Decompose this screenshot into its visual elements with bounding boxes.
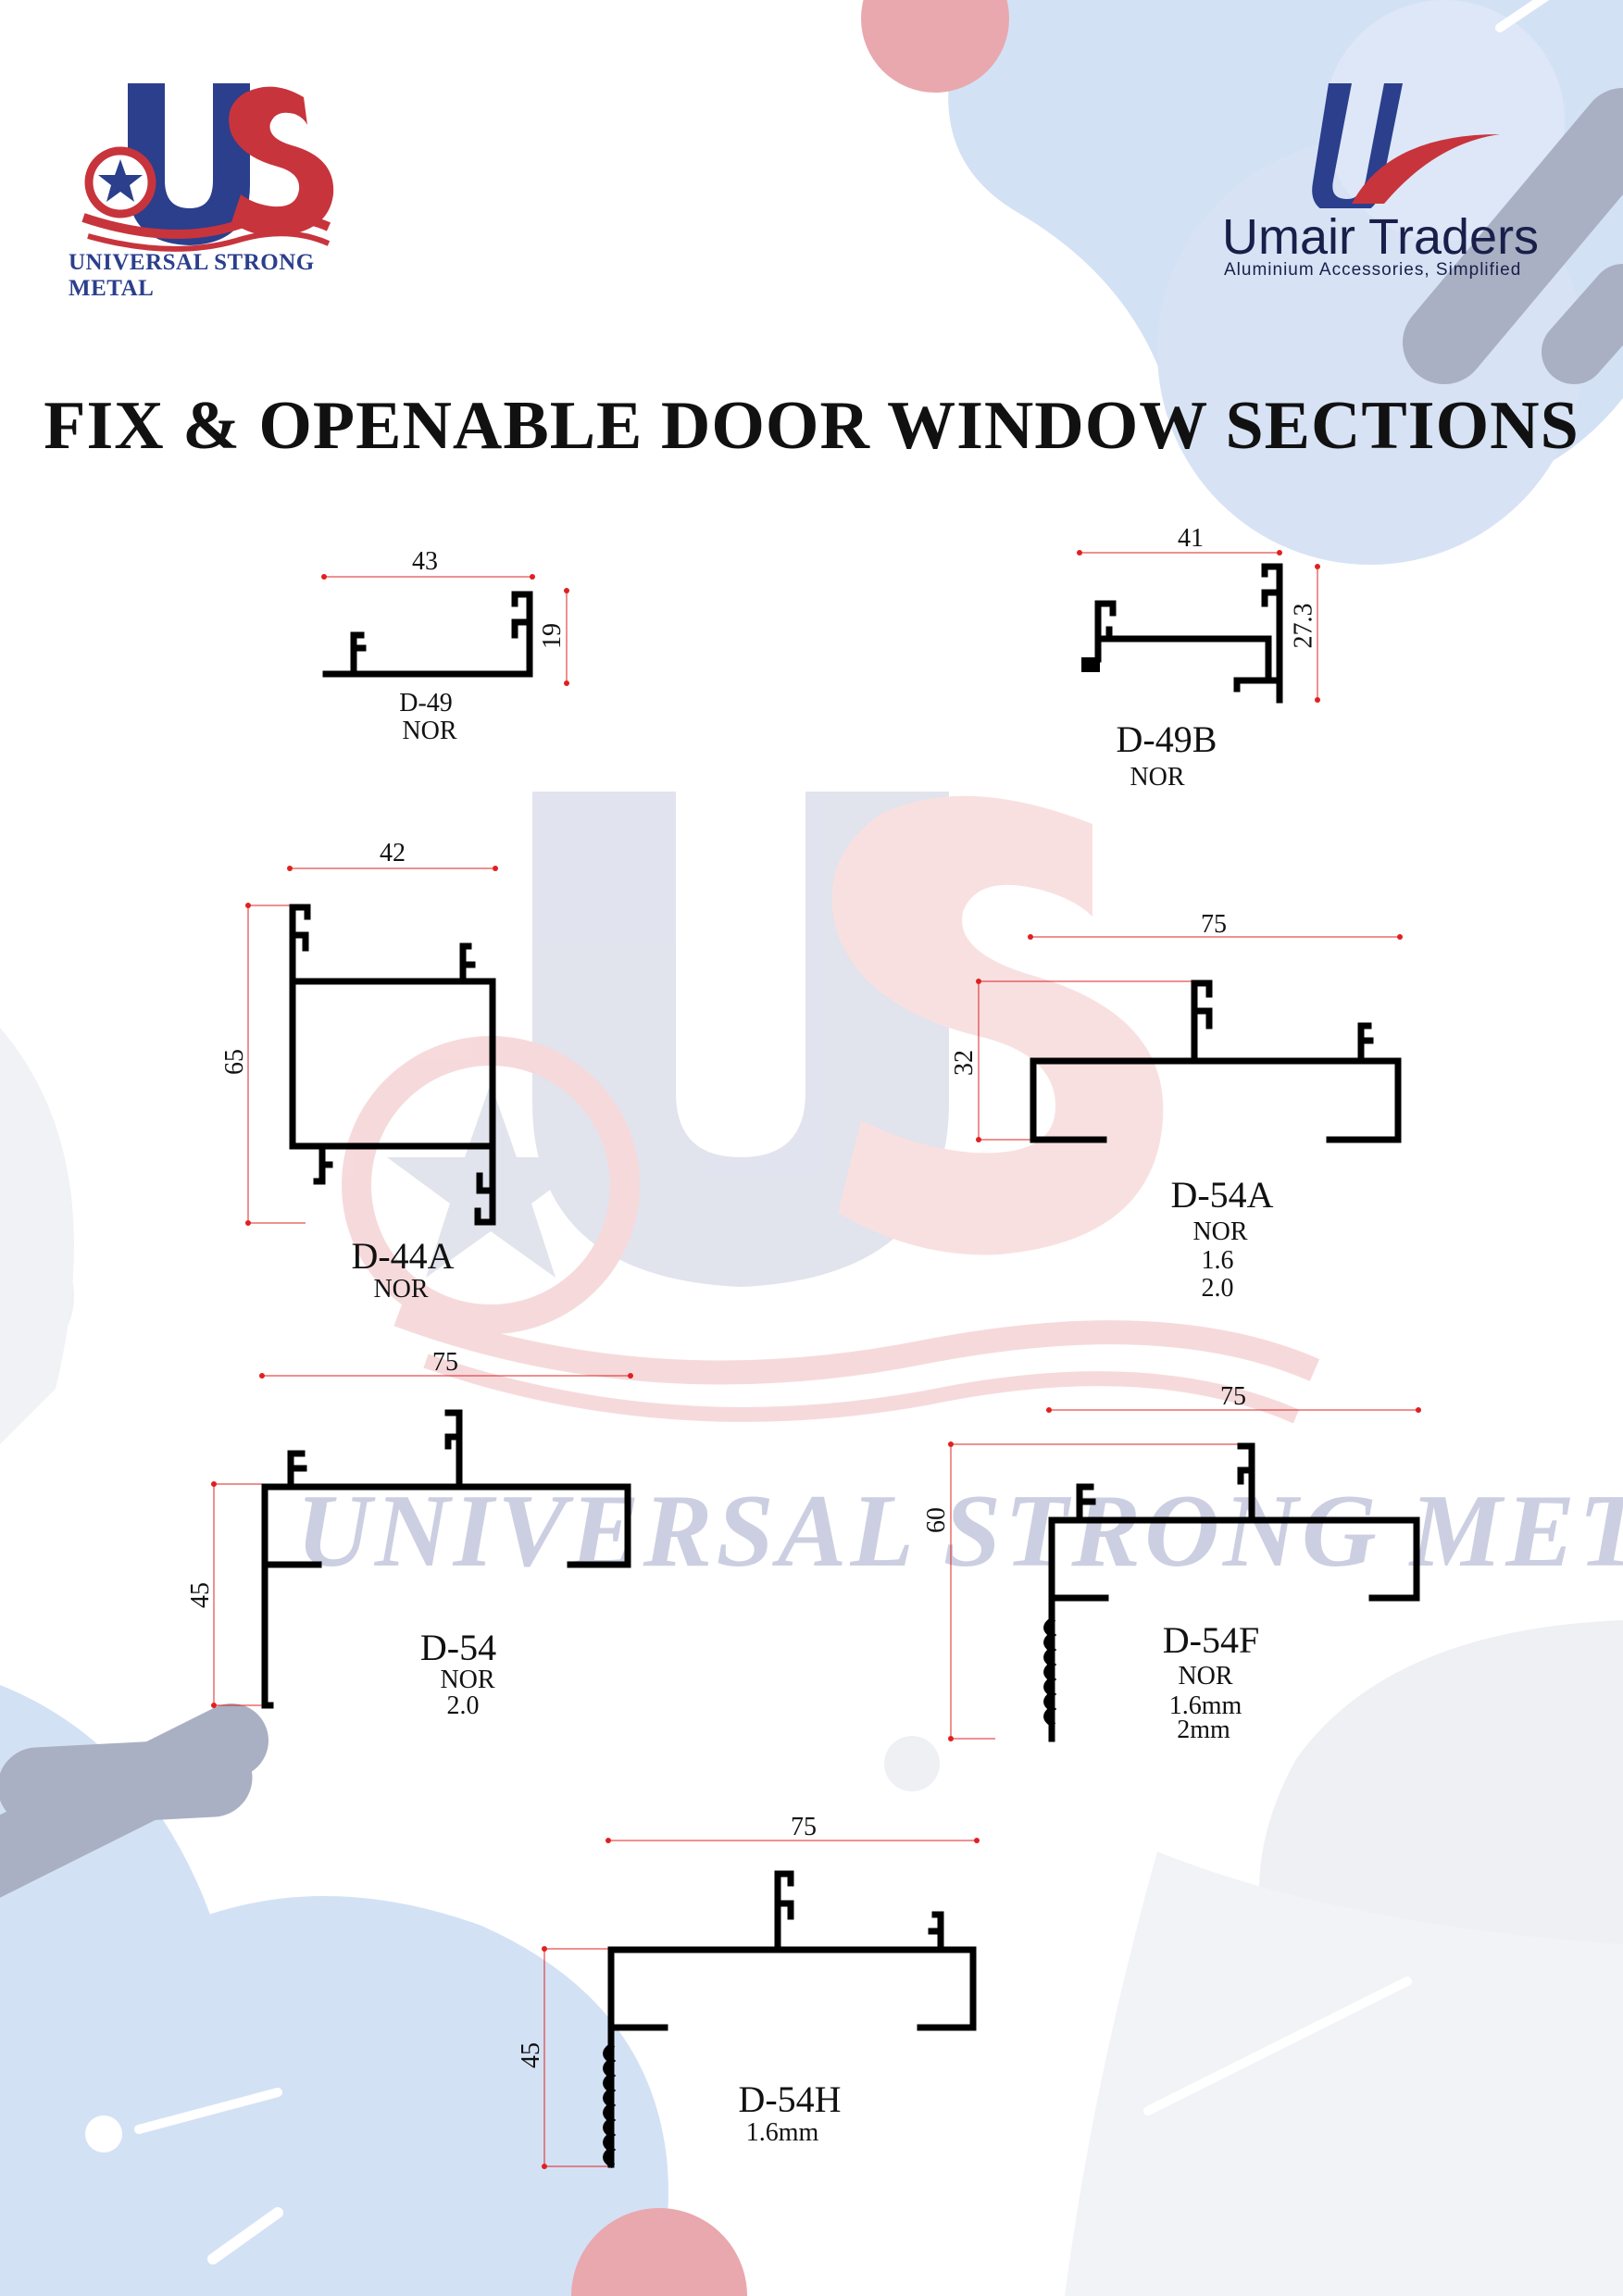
d54f-height-dimension: 60 [922, 1507, 951, 1533]
d49b-width-dimension: 41 [1178, 524, 1204, 553]
logo-left-text: UNIVERSAL STRONG METAL [69, 250, 315, 301]
logo-right-tagline: Aluminium Accessories, Simplified [1224, 260, 1522, 280]
d49b-finish: NOR [1130, 763, 1185, 792]
d49b-dimension-lines [1077, 550, 1320, 703]
d44a-profile [289, 904, 496, 1226]
d44a-height-dimension: 65 [220, 1049, 249, 1075]
d54-thickness-1: 2.0 [446, 1691, 480, 1720]
d54a-width-dimension: 75 [1201, 910, 1227, 939]
d44a-width-dimension: 42 [380, 839, 406, 867]
umair-traders-logo-mark [1312, 83, 1500, 217]
d54a-height-dimension: 32 [950, 1050, 979, 1076]
d54-dimension-lines [211, 1373, 633, 1708]
logo-right-name: Umair Traders [1222, 209, 1540, 265]
d54a-thickness-2: 2.0 [1201, 1274, 1234, 1303]
d54f-dimension-lines [948, 1407, 1421, 1741]
d54-finish: NOR [440, 1666, 495, 1694]
d54a-profile [1030, 980, 1402, 1143]
d54a-finish: NOR [1192, 1217, 1248, 1246]
d44a-dimension-lines [245, 866, 498, 1226]
d54-code: D-54 [419, 1627, 497, 1668]
d54f-thickness-2: 2mm [1177, 1716, 1230, 1744]
d49b-height-dimension: 27.3 [1289, 603, 1318, 649]
d49-height-dimension: 19 [538, 623, 567, 649]
d54h-height-dimension: 45 [517, 2042, 545, 2068]
d54f-thickness-1: 1.6mm [1168, 1691, 1242, 1720]
d54f-profile-serrations [1043, 1616, 1057, 1728]
d49b-code: D-49B [1116, 718, 1217, 760]
d54-width-dimension: 75 [432, 1348, 458, 1377]
d49-dimension-lines [321, 574, 569, 686]
d54a-dimension-lines [976, 934, 1403, 1142]
d54a-thickness-1: 1.6 [1201, 1246, 1234, 1275]
logo-umair-traders: Umair Traders Aluminium Accessories, Sim… [1213, 79, 1555, 282]
d54h-width-dimension: 75 [791, 1813, 817, 1841]
d54h-code: D-54H [738, 2078, 842, 2120]
d49b-profile-block [1081, 657, 1100, 672]
d54f-finish: NOR [1178, 1662, 1233, 1691]
us-logo-mark [81, 83, 334, 252]
page-title: FIX & OPENABLE DOOR WINDOW SECTIONS [44, 388, 1579, 464]
d44a-code: D-44A [351, 1235, 455, 1277]
d54a-code: D-54A [1170, 1174, 1274, 1216]
d49-code: D-49 [399, 689, 453, 718]
d54f-width-dimension: 75 [1220, 1382, 1246, 1411]
logo-universal-strong-metal: UNIVERSAL STRONG METAL [65, 79, 343, 301]
d54-profile [261, 1409, 631, 1709]
d54h-profile [607, 1870, 977, 2168]
d54f-code: D-54F [1162, 1619, 1260, 1661]
d49b-profile [1094, 563, 1283, 704]
d54-height-dimension: 45 [186, 1582, 215, 1608]
d49-width-dimension: 43 [412, 547, 438, 576]
d49-finish: NOR [402, 717, 457, 745]
watermark-text: UNIVERSAL STRONG METAL [296, 1474, 1623, 1589]
d54h-dimension-lines [542, 1838, 980, 2169]
d49-profile [322, 591, 533, 678]
d44a-finish: NOR [373, 1275, 429, 1304]
d54h-profile-serrations [603, 2041, 617, 2169]
d54h-thickness-1: 1.6mm [745, 2118, 819, 2147]
d54f-profile [1048, 1442, 1420, 1742]
